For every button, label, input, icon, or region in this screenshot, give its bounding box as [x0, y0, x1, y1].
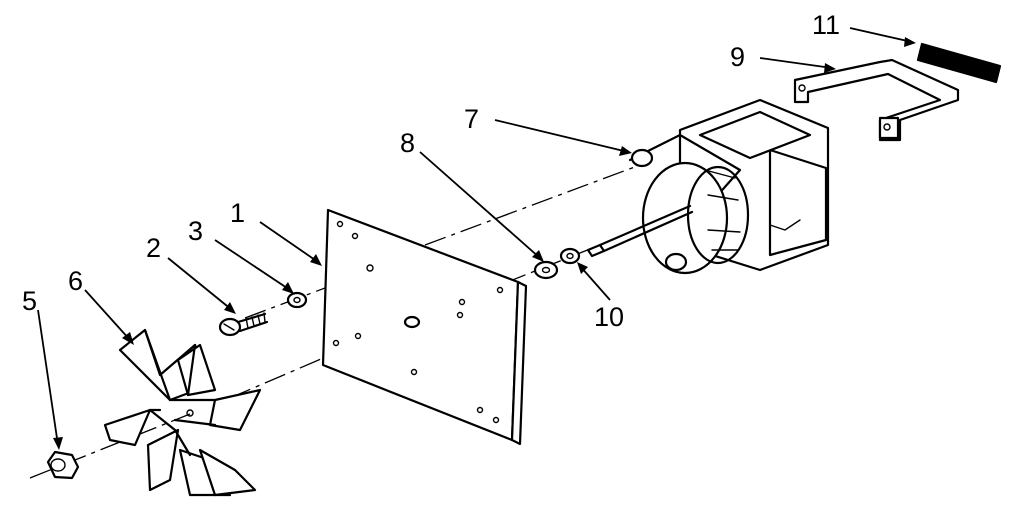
- label-part-8: 8: [400, 128, 415, 158]
- label-part-6: 6: [68, 266, 83, 296]
- motor: [586, 98, 830, 275]
- label-part-9: 9: [730, 42, 745, 72]
- washer-small: [286, 291, 308, 309]
- label-part-2: 2: [146, 233, 161, 263]
- label-part-1: 1: [230, 198, 245, 228]
- mounting-plate: [321, 208, 528, 446]
- washer-large: [533, 260, 559, 280]
- nut: [46, 450, 80, 480]
- screw: [218, 312, 269, 337]
- label-part-5: 5: [22, 286, 37, 316]
- label-part-7: 7: [464, 104, 479, 134]
- spacer-washer: [559, 247, 581, 265]
- label-part-3: 3: [188, 216, 203, 246]
- fan-blade: [103, 328, 262, 497]
- bracket: [793, 58, 960, 142]
- leader-lines: [37, 27, 916, 450]
- label-part-11: 11: [812, 10, 840, 40]
- pad: [916, 42, 1002, 84]
- label-part-10: 10: [594, 302, 624, 332]
